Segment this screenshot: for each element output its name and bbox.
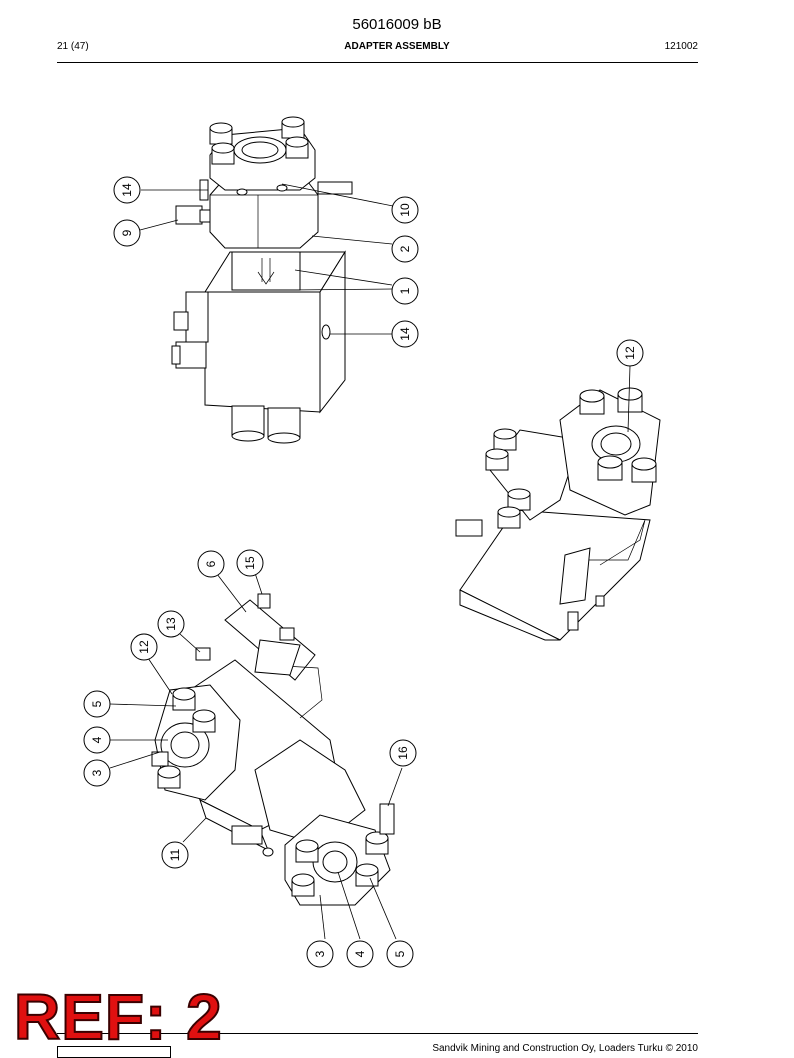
page-title: ADAPTER ASSEMBLY bbox=[344, 41, 450, 52]
top-view-assembly bbox=[171, 116, 353, 444]
balloon-bottom-16: 16 bbox=[389, 739, 417, 767]
svg-text:2: 2 bbox=[398, 245, 412, 252]
balloon-bottom-15: 15 bbox=[236, 549, 264, 577]
header-divider bbox=[57, 62, 698, 63]
svg-text:11: 11 bbox=[168, 848, 182, 861]
right-view-assembly bbox=[455, 387, 661, 641]
document-number: 56016009 bB bbox=[352, 16, 442, 33]
balloon-bottom-4: 4 bbox=[83, 726, 111, 754]
balloon-bottom-3b: 3 bbox=[306, 940, 334, 968]
balloon-bottom-5: 5 bbox=[83, 690, 111, 718]
svg-text:3: 3 bbox=[313, 950, 327, 957]
balloon-bottom-6: 6 bbox=[197, 550, 225, 578]
balloon-bottom-3: 3 bbox=[83, 759, 111, 787]
svg-text:5: 5 bbox=[393, 950, 407, 957]
svg-text:14: 14 bbox=[398, 327, 412, 341]
balloon-top-14b: 14 bbox=[391, 320, 419, 348]
svg-text:12: 12 bbox=[137, 640, 151, 654]
page-number: 21 (47) bbox=[57, 41, 89, 52]
svg-text:10: 10 bbox=[398, 203, 412, 217]
svg-text:6: 6 bbox=[204, 560, 218, 567]
svg-text:15: 15 bbox=[243, 556, 257, 570]
balloon-top-1: 1 bbox=[391, 277, 419, 305]
balloon-right-12: 12 bbox=[616, 339, 644, 367]
svg-text:12: 12 bbox=[623, 346, 637, 360]
callout-balloons: 14 9 10 2 1 14 12 6 15 13 12 5 4 3 11 16… bbox=[83, 176, 644, 968]
svg-text:1: 1 bbox=[398, 287, 412, 294]
svg-text:5: 5 bbox=[90, 700, 104, 707]
balloon-bottom-12: 12 bbox=[130, 633, 158, 661]
bottom-view-assembly bbox=[151, 593, 395, 906]
svg-text:13: 13 bbox=[164, 617, 178, 631]
balloon-bottom-11: 11 bbox=[161, 841, 189, 869]
svg-text:4: 4 bbox=[90, 736, 104, 743]
balloon-top-9: 9 bbox=[113, 219, 141, 247]
balloon-top-14: 14 bbox=[113, 176, 141, 204]
balloon-top-2: 2 bbox=[391, 235, 419, 263]
svg-text:9: 9 bbox=[120, 229, 134, 236]
balloon-bottom-13: 13 bbox=[157, 610, 185, 638]
svg-text:16: 16 bbox=[396, 746, 410, 760]
balloon-bottom-5b: 5 bbox=[386, 940, 414, 968]
svg-text:14: 14 bbox=[120, 183, 134, 197]
footer-copyright: Sandvik Mining and Construction Oy, Load… bbox=[432, 1043, 698, 1054]
balloon-bottom-4b: 4 bbox=[346, 940, 374, 968]
footer-divider bbox=[57, 1033, 698, 1034]
svg-text:4: 4 bbox=[353, 950, 367, 957]
reference-stamp: REF: 2 bbox=[13, 981, 223, 1053]
balloon-top-10: 10 bbox=[391, 196, 419, 224]
svg-text:3: 3 bbox=[90, 769, 104, 776]
leader-lines bbox=[109, 183, 631, 940]
drawing-code: 121002 bbox=[664, 41, 698, 52]
